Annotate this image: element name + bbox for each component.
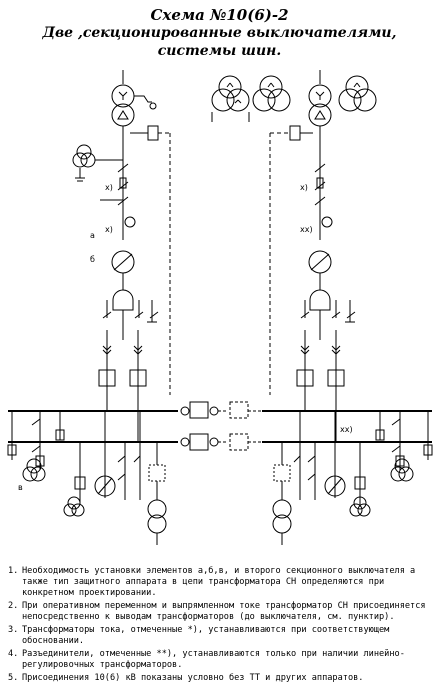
note-number: 4. [8,649,19,659]
label-x1: х) [105,183,113,192]
label-xx1: хх) [300,225,313,234]
scheme-title: Схема №10(6)-2 [150,6,289,24]
breaker-right-2 [327,369,345,387]
label-a: а [90,231,95,240]
note-item: 5. Присоединения 10(6) кВ показаны услов… [8,673,436,684]
header: Схема №10(6)-2 Две ,секционированные вык… [0,6,439,60]
label-x2: х) [105,225,113,234]
sectional-breaker-1 [180,401,262,419]
notes-list: 1. Необходимость установки элементов а,б… [8,566,436,686]
note-item: 4. Разъединители, отмеченные **), устана… [8,649,436,671]
note-text: Разъединители, отмеченные **), устанавли… [22,649,405,670]
label-v: в [18,483,23,492]
note-item: 1. Необходимость установки элементов а,б… [8,566,436,599]
breaker-right-1 [296,369,314,387]
three-winding-transformer-right-2 [252,75,291,112]
note-text: Необходимость установки элементов а,б,в,… [22,566,416,598]
single-line-diagram: а б х) х) [7,70,433,545]
note-number: 2. [8,601,19,611]
sectional-breaker-2 [180,433,262,451]
label-x3: х) [300,183,308,192]
scheme-subtitle-line2: системы шин. [157,43,282,59]
label-xx2: хх) [340,425,353,434]
note-number: 1. [8,566,19,576]
note-text: При оперативном переменном и выпрямленно… [22,601,426,622]
note-text: Присоединения 10(6) кВ показаны условно … [22,673,364,683]
three-winding-transformer-right-1 [211,75,250,122]
breaker-left-2 [129,369,147,387]
scheme-subtitle-line1: Две ,секционированные выключателями, [42,25,397,41]
note-item: 3. Трансформаторы тока, отмеченные *), у… [8,625,436,647]
note-item: 2. При оперативном переменном и выпрямле… [8,601,436,623]
aux-transformer-left-top [72,144,123,182]
label-b: б [90,255,95,264]
note-text: Трансформаторы тока, отмеченные *), уста… [22,625,390,646]
main-transformer-left [111,70,157,127]
main-transformer-right [308,70,377,127]
breaker-left-1 [98,369,116,387]
note-number: 3. [8,625,19,635]
note-number: 5. [8,673,19,683]
